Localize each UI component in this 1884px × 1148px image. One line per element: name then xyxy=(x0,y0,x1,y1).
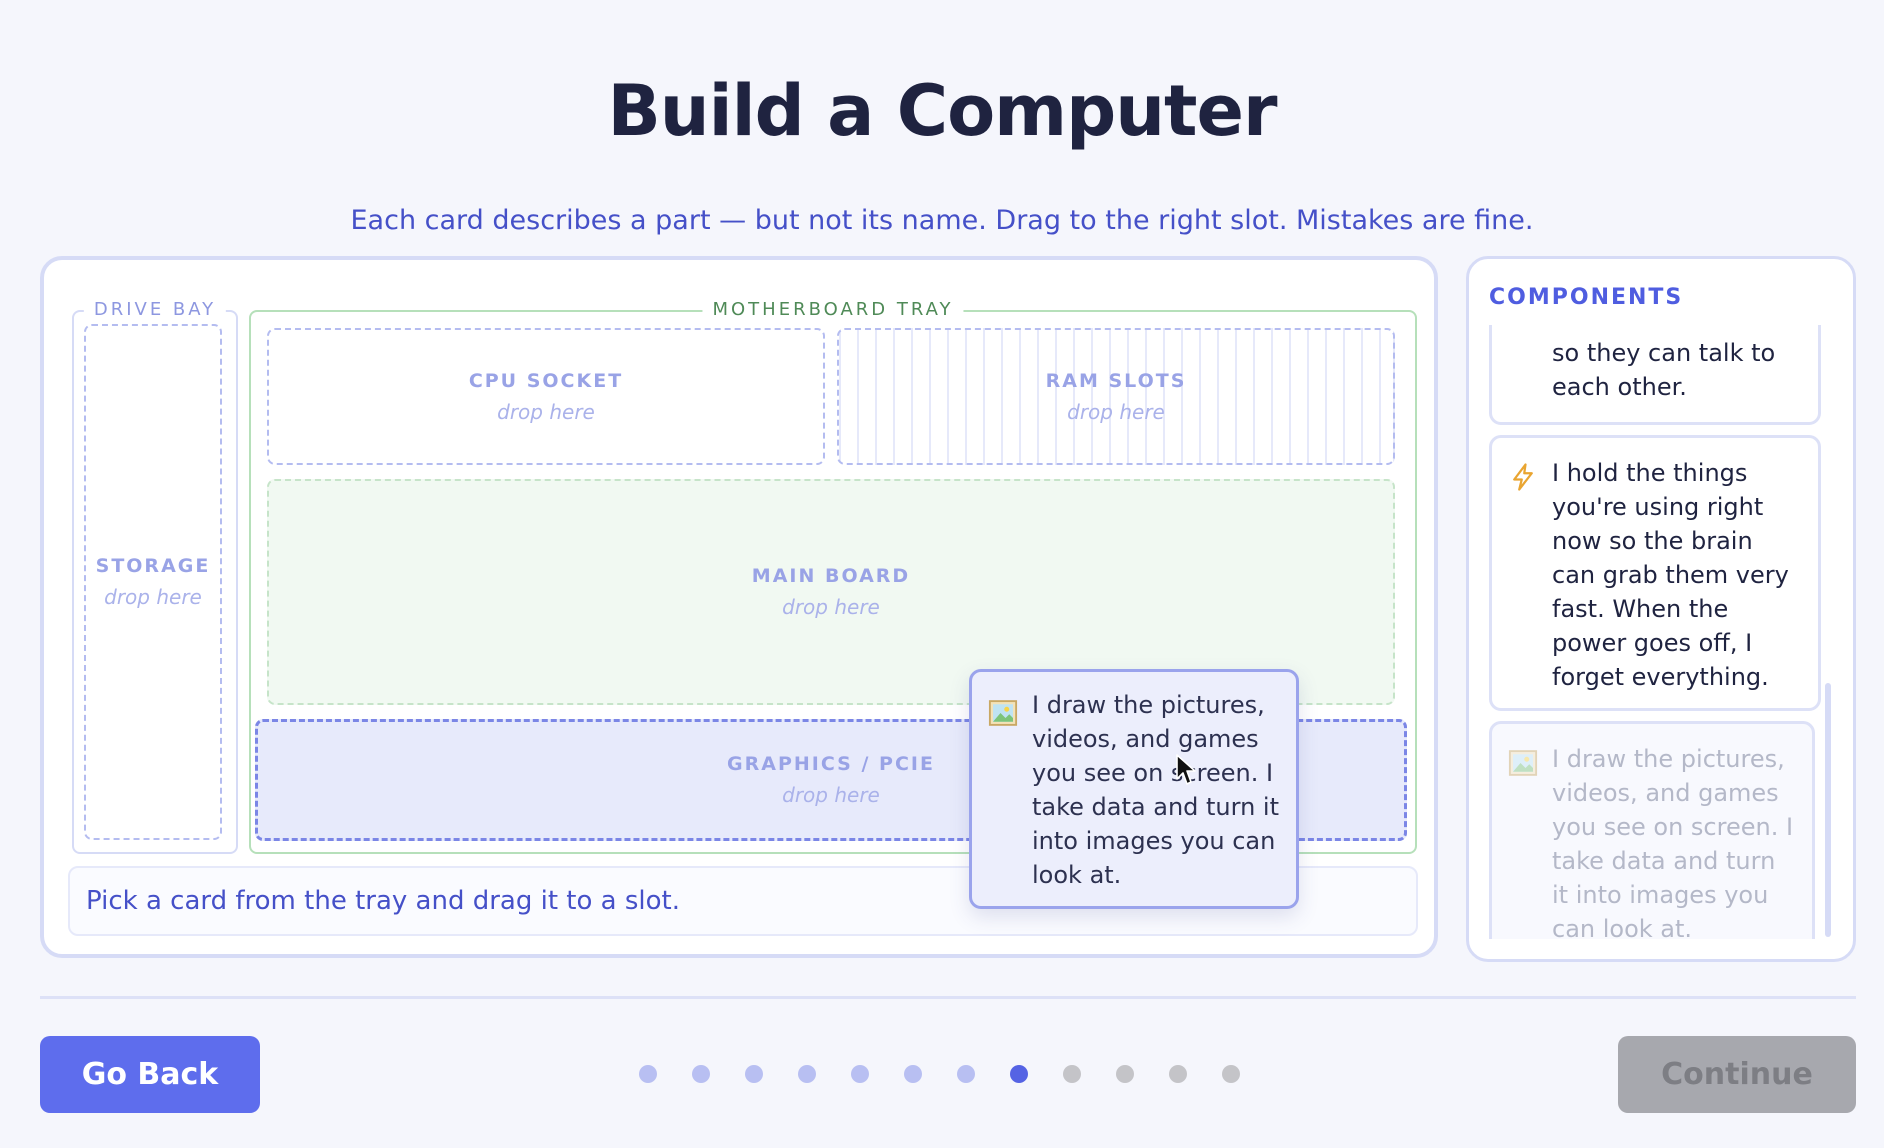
card-text: I draw the pictures, videos, and games y… xyxy=(1552,745,1794,939)
components-panel: COMPONENTS so they can talk to each othe… xyxy=(1466,256,1856,962)
ram-slots-slot[interactable]: RAM SLOTS drop here xyxy=(837,328,1395,465)
slot-hint: drop here xyxy=(104,585,202,609)
component-card-placeholder: I draw the pictures, videos, and games y… xyxy=(1489,721,1815,939)
main-board-slot[interactable]: MAIN BOARD drop here xyxy=(267,479,1395,705)
slot-label: GRAPHICS / PCIE xyxy=(727,753,935,775)
progress-dot xyxy=(639,1065,657,1083)
slot-hint: drop here xyxy=(497,399,595,424)
cpu-socket-slot[interactable]: CPU SOCKET drop here xyxy=(267,328,825,465)
instructions: Each card describes a part — but not its… xyxy=(350,205,1534,236)
slot-label: CPU SOCKET xyxy=(468,369,624,392)
slot-hint: drop here xyxy=(1067,399,1165,424)
mouse-cursor-icon xyxy=(1176,754,1196,785)
progress-dot xyxy=(692,1065,710,1083)
storage-slot[interactable]: STORAGE drop here xyxy=(84,324,222,840)
slot-label: MAIN BOARD xyxy=(751,565,911,587)
progress-dot xyxy=(851,1065,869,1083)
motherboard-tray-label: MOTHERBOARD TRAY xyxy=(702,299,964,320)
slot-hint: drop here xyxy=(782,783,880,807)
build-board: DRIVE BAY STORAGE drop here MOTHERBOARD … xyxy=(40,256,1438,958)
slot-label: RAM SLOTS xyxy=(1045,369,1187,392)
components-list[interactable]: so they can talk to each other. I hold t… xyxy=(1489,325,1821,939)
go-back-button[interactable]: Go Back xyxy=(40,1036,260,1113)
status-message: Pick a card from the tray and drag it to… xyxy=(86,886,681,916)
picture-icon xyxy=(1508,750,1538,776)
drive-bay: DRIVE BAY STORAGE drop here xyxy=(72,299,238,854)
page-title: Build a Computer xyxy=(607,70,1277,152)
component-card[interactable]: so they can talk to each other. xyxy=(1489,325,1821,425)
scrollbar[interactable] xyxy=(1825,683,1831,937)
component-card[interactable]: I hold the things you're using right now… xyxy=(1489,435,1821,711)
slot-hint: drop here xyxy=(782,595,880,619)
progress-dot xyxy=(1010,1065,1028,1083)
picture-icon xyxy=(988,700,1018,726)
card-text: I hold the things you're using right now… xyxy=(1552,459,1789,691)
footer-divider xyxy=(40,996,1856,999)
continue-button[interactable]: Continue xyxy=(1618,1036,1856,1113)
progress-dot xyxy=(1116,1065,1134,1083)
progress-dot xyxy=(798,1065,816,1083)
progress-dot xyxy=(745,1065,763,1083)
progress-dot xyxy=(1222,1065,1240,1083)
progress-dot xyxy=(957,1065,975,1083)
progress-dot xyxy=(1169,1065,1187,1083)
card-text: I draw the pictures, videos, and games y… xyxy=(1032,691,1280,889)
progress-dot xyxy=(1063,1065,1081,1083)
progress-dot xyxy=(904,1065,922,1083)
card-text: so they can talk to each other. xyxy=(1552,339,1776,401)
drive-bay-label: DRIVE BAY xyxy=(83,299,227,320)
components-title: COMPONENTS xyxy=(1489,285,1684,310)
slot-label: STORAGE xyxy=(95,555,211,577)
lightning-icon xyxy=(1513,463,1533,491)
dragged-card[interactable]: I draw the pictures, videos, and games y… xyxy=(969,669,1299,909)
